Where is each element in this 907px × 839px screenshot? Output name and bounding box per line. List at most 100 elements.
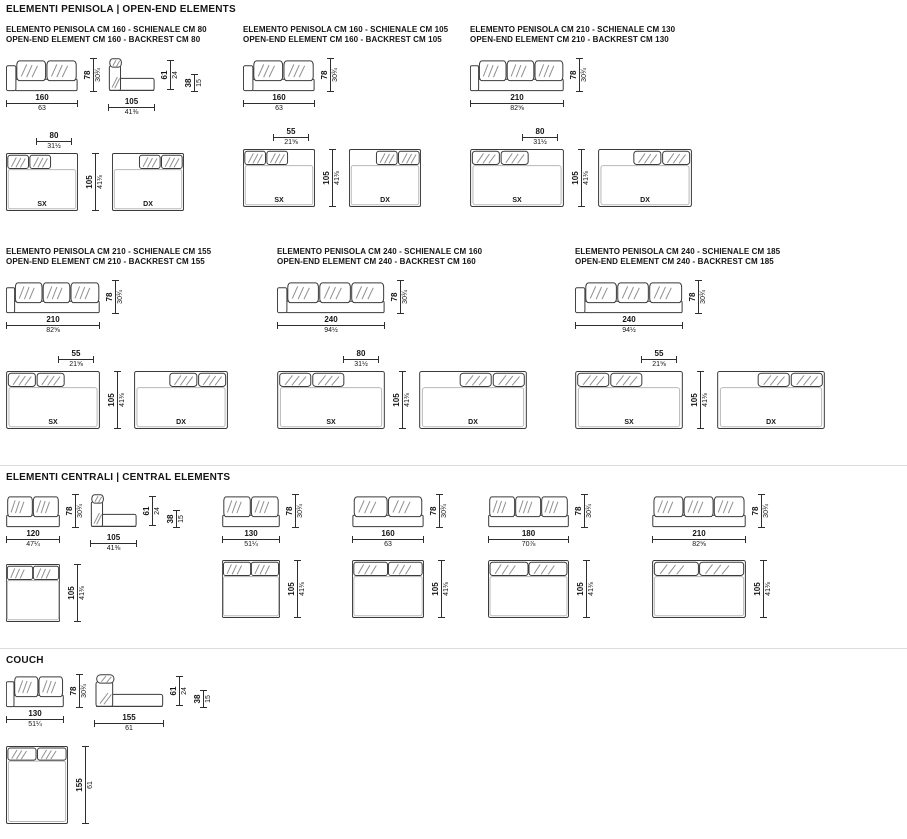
front-elevation-drawing (6, 676, 64, 707)
dim-line (108, 103, 155, 111)
dim-in: 41⅜ (124, 108, 139, 116)
plan-view-dx: DX (112, 153, 184, 211)
dim-cm: 78 (83, 70, 92, 80)
dim-line (332, 148, 333, 207)
dim-line (6, 321, 100, 329)
dim-in: 30¾ (402, 289, 409, 304)
dim-line (222, 536, 280, 543)
plan-label-dx: DX (143, 200, 153, 208)
dim-in: 61 (87, 781, 94, 789)
dim-in: 63 (275, 104, 283, 112)
penisola-item-240-185: ELEMENTO PENISOLA CM 240 - SCHIENALE CM … (575, 247, 825, 429)
dim-line (343, 355, 379, 363)
dim-cm: 105 (431, 582, 440, 596)
dim-line (488, 536, 569, 543)
dim-line (641, 355, 677, 363)
dim-in: 31½ (533, 138, 547, 146)
item-title-en: OPEN-END ELEMENT CM 240 - BACKREST CM 18… (575, 257, 774, 267)
dim-line (581, 148, 582, 207)
dim-cm: 78 (105, 292, 114, 302)
dim-in: 41⅜ (583, 170, 590, 185)
plan-label-dx: DX (468, 418, 478, 426)
plan-view (488, 560, 569, 618)
dim-cm: 160 (381, 529, 395, 538)
dim-line (179, 676, 180, 706)
dim-cm: 130 (244, 529, 258, 538)
dim-cm: 210 (46, 314, 60, 324)
dim-in: 41⅜ (404, 392, 411, 407)
side-elevation-drawing (108, 58, 155, 91)
dim-cm: 105 (287, 582, 296, 596)
dim-cm: 155 (122, 713, 136, 722)
dim-line (470, 99, 564, 107)
dim-line (586, 560, 587, 618)
dim-in: 30¾ (581, 67, 588, 82)
plan-label-sx: SX (326, 418, 336, 426)
dim-cm: 160 (272, 92, 286, 102)
dim-cm: 105 (690, 393, 699, 407)
plan-drawing (652, 560, 746, 618)
dim-cm: 130 (28, 709, 42, 718)
penisola-item-160-80: ELEMENTO PENISOLA CM 160 - SCHIENALE CM … (6, 25, 207, 211)
dim-cm: 105 (106, 533, 121, 542)
dim-in: 41⅜ (702, 392, 709, 407)
plan-view (222, 560, 280, 618)
dim-in: 41⅜ (79, 586, 86, 600)
dim-in: 30¾ (332, 67, 339, 82)
plan-view-sx: SX (243, 149, 315, 207)
dim-cm: 78 (69, 686, 78, 696)
item-title-en: OPEN-END ELEMENT CM 240 - BACKREST CM 16… (277, 257, 476, 267)
dim-in: 82⅝ (692, 541, 706, 548)
plan-drawing (6, 564, 60, 622)
dim-line (277, 321, 385, 329)
plan-label-sx: SX (274, 196, 284, 204)
dim-in: 30¾ (700, 289, 707, 304)
dim-in: 30¾ (77, 504, 84, 518)
plan-label-sx: SX (37, 200, 47, 208)
dim-cm: 78 (751, 506, 760, 516)
dim-line (79, 674, 80, 708)
dim-line (400, 279, 401, 314)
plan-view-sx: SX (6, 153, 78, 211)
dim-line (75, 494, 76, 528)
section-divider (0, 648, 907, 649)
dim-line (402, 370, 403, 429)
dim-line (77, 564, 78, 622)
dim-cm: 105 (392, 393, 401, 407)
dim-in: 30¾ (441, 504, 448, 518)
item-title-it: ELEMENTO PENISOLA CM 240 - SCHIENALE CM … (575, 247, 781, 256)
dim-cm: 61 (160, 70, 169, 80)
dim-cm: 180 (521, 529, 536, 538)
dim-in: 41⅜ (299, 582, 306, 596)
item-title-it: ELEMENTO PENISOLA CM 160 - SCHIENALE CM … (6, 25, 207, 34)
dim-in: 41⅜ (334, 170, 341, 185)
dim-in: 21⅝ (69, 360, 83, 368)
dim-line (522, 133, 558, 141)
dim-cm: 78 (429, 506, 438, 516)
dim-in: 21⅝ (652, 360, 666, 368)
dim-in: 47¼ (26, 541, 40, 548)
dim-line (575, 321, 683, 329)
side-elevation-drawing (95, 674, 164, 707)
item-title-en: OPEN-END ELEMENT CM 160 - BACKREST CM 80 (6, 35, 201, 45)
front-elevation-drawing (488, 496, 569, 527)
front-elevation-drawing (277, 282, 385, 313)
plan-view-sx: SX (470, 149, 564, 207)
dim-in: 63 (38, 104, 46, 112)
front-elevation-drawing (243, 60, 315, 91)
item-title-it: ELEMENTO PENISOLA CM 210 - SCHIENALE CM … (6, 247, 212, 256)
